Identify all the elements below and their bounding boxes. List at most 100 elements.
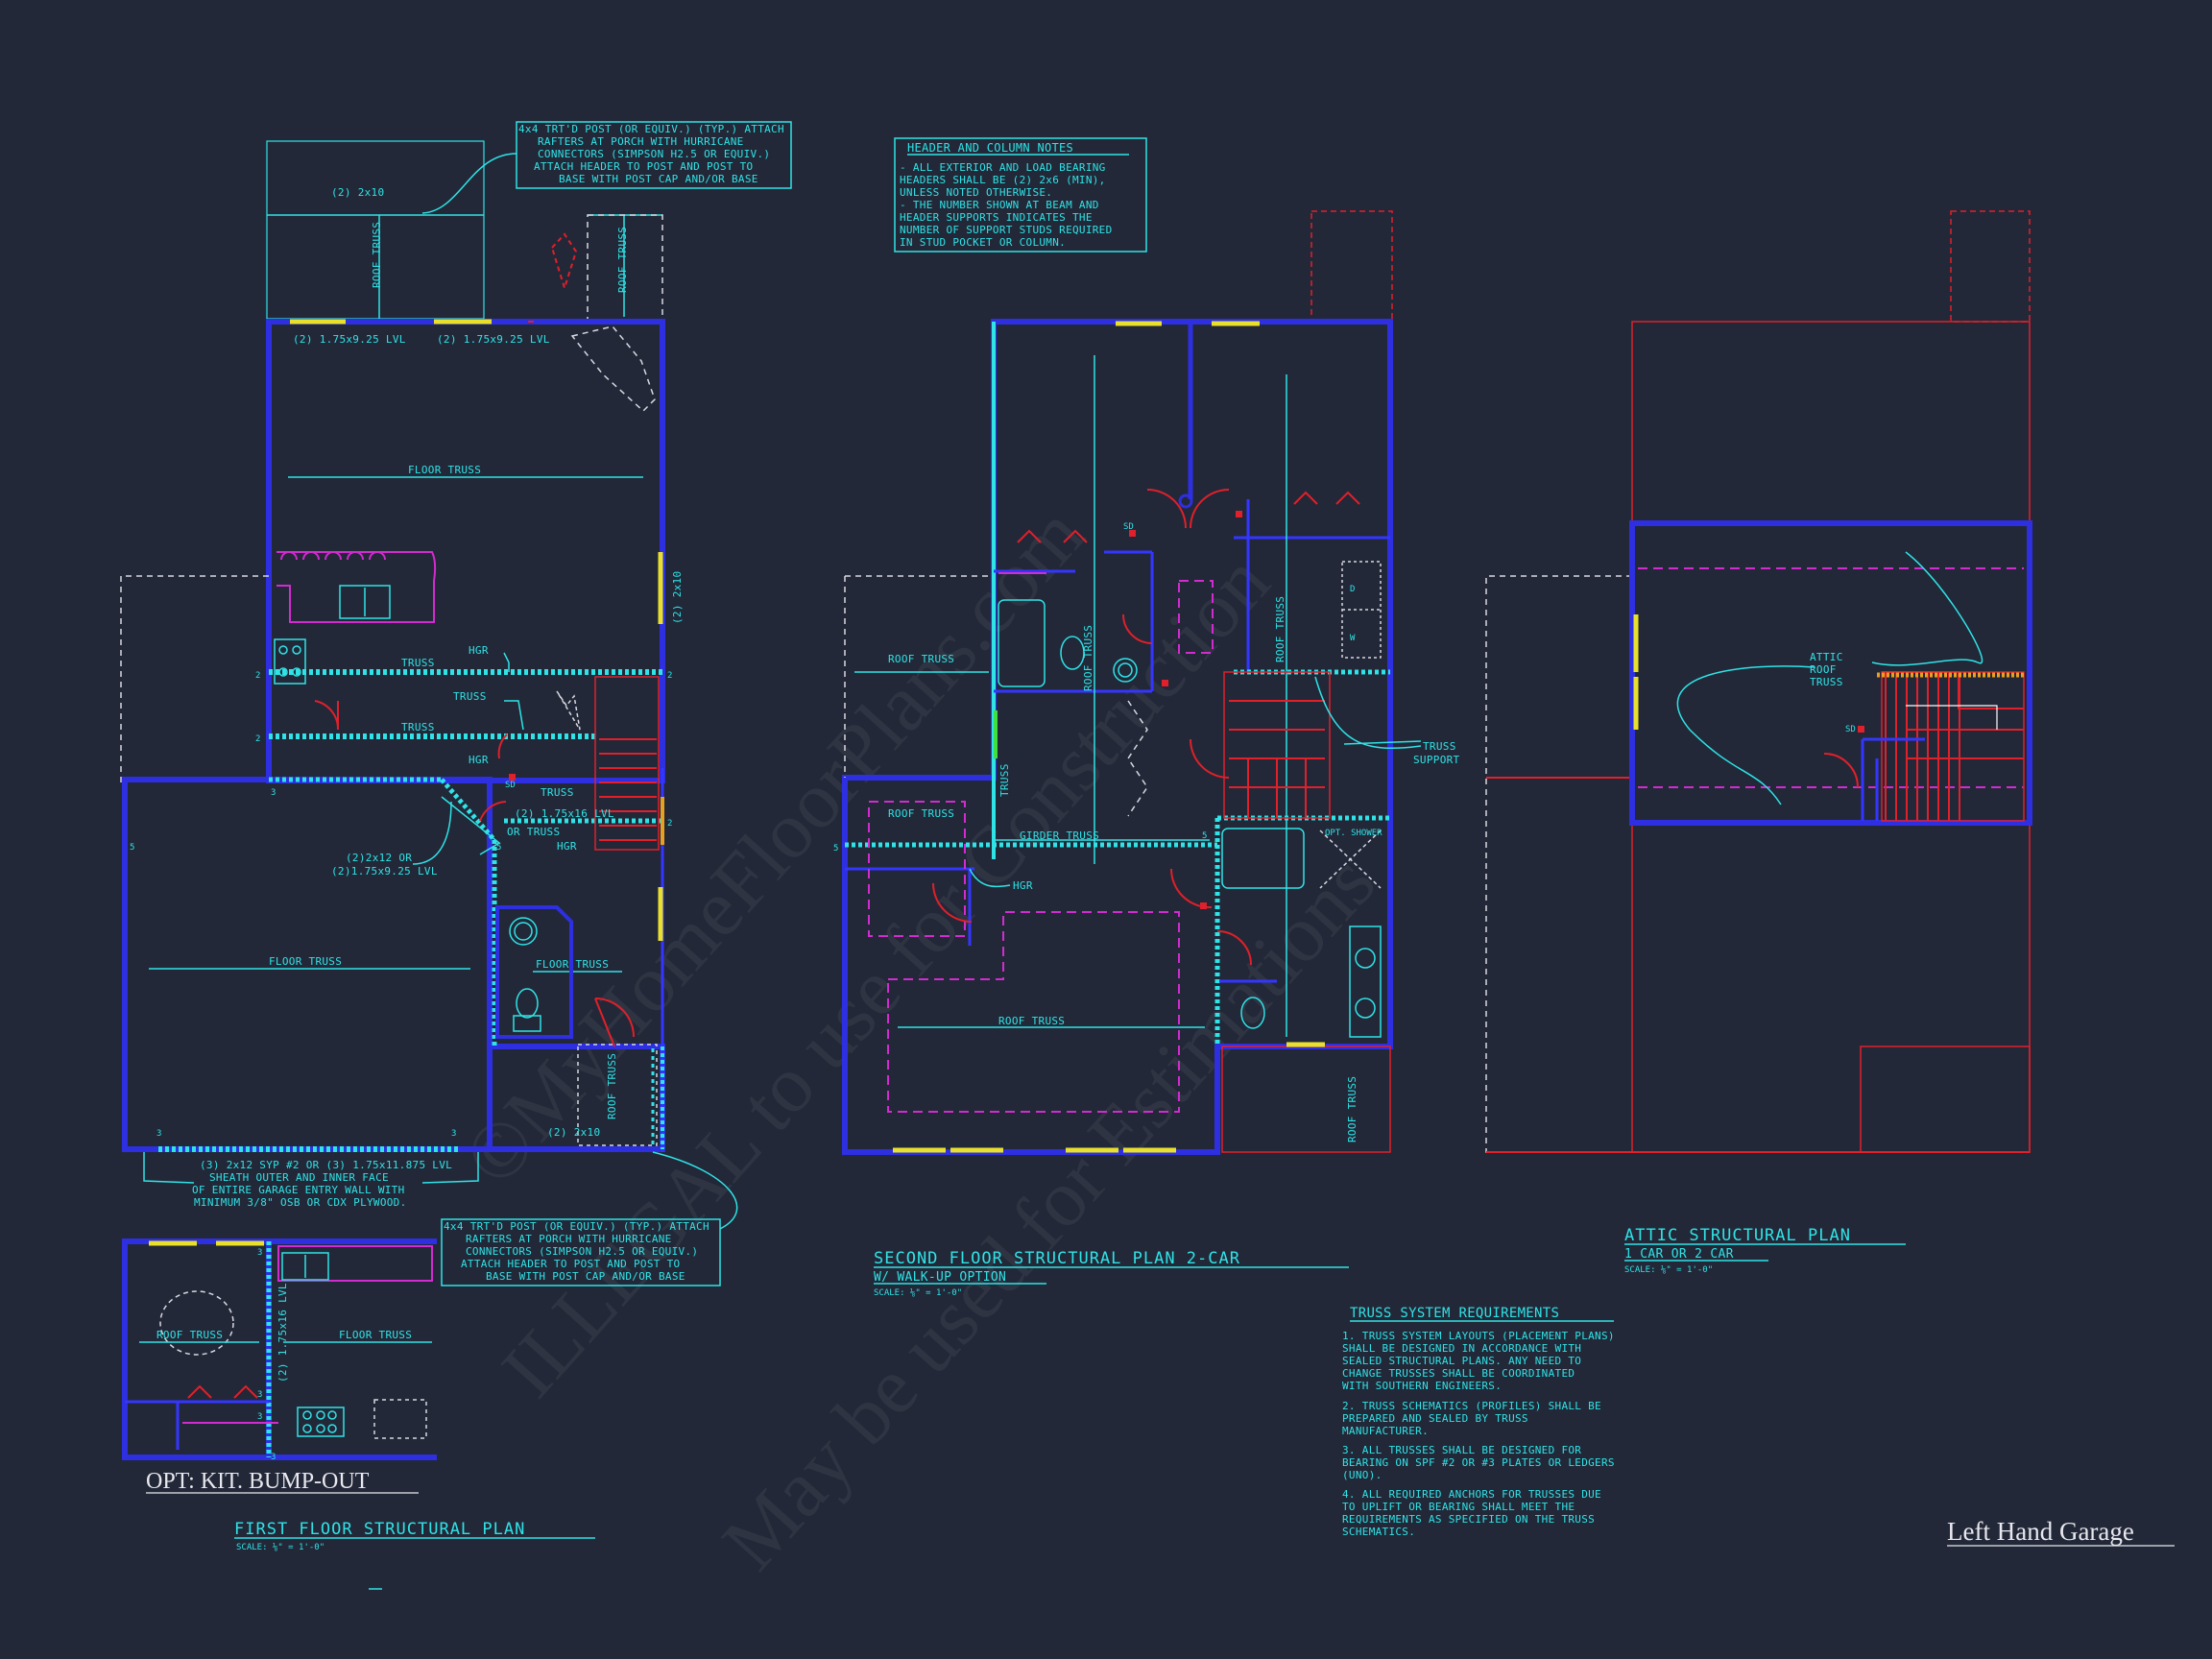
note-line: 4x4 TRT'D POST (OR EQUIV.) (TYP.) ATTACH	[444, 1220, 709, 1233]
note-line: RAFTERS AT PORCH WITH HURRICANE	[538, 135, 744, 148]
support-num: 3	[257, 1390, 262, 1400]
porch-note: 4x4 TRT'D POST (OR EQUIV.) (TYP.) ATTACH…	[518, 123, 784, 185]
attic-wall	[1629, 520, 2032, 826]
label-roof-truss: ROOF TRUSS	[606, 1053, 618, 1119]
attic-title: ATTIC STRUCTURAL PLAN	[1624, 1226, 1851, 1245]
label-hgr: HGR	[469, 644, 489, 657]
label-porch-header: (2) 2x10	[331, 186, 384, 199]
support-num: 5	[130, 843, 134, 853]
first-floor-scale: SCALE: ⅛" = 1'-0"	[236, 1543, 325, 1552]
support-num: 3	[257, 1412, 262, 1422]
note-line: HEADERS SHALL BE (2) 2x6 (MIN),	[900, 174, 1106, 186]
attic-label: ROOF	[1810, 663, 1837, 676]
note-line: BASE WITH POST CAP AND/OR BASE	[486, 1270, 685, 1283]
washer-label: W	[1350, 634, 1356, 643]
req-line: 2. TRUSS SCHEMATICS (PROFILES) SHALL BE	[1342, 1400, 1601, 1412]
req-line: BEARING ON SPF #2 OR #3 PLATES OR LEDGER…	[1342, 1456, 1615, 1469]
req-line: (UNO).	[1342, 1469, 1382, 1481]
note-line: IN STUD POCKET OR COLUMN.	[900, 236, 1066, 249]
support-numbers: 3 5 5 3 3 2 2 2 2	[130, 671, 672, 1139]
bumpout-roof-truss: ROOF TRUSS	[156, 1329, 223, 1341]
label-roof-truss: ROOF TRUSS	[371, 222, 383, 288]
note-line: ATTACH HEADER TO POST AND POST TO	[461, 1258, 680, 1270]
rear-note-box	[441, 1218, 721, 1286]
label-floor-truss: FLOOR TRUSS	[408, 464, 481, 476]
label-roof-truss: ROOF TRUSS	[888, 653, 954, 665]
label-roof-truss: ROOF TRUSS	[998, 1015, 1065, 1027]
first-floor-plan: 3 5 5 3 3 2 2 2 2 4x4 TRT'D POST (OR EQU…	[120, 121, 792, 1590]
range	[274, 638, 306, 685]
req-line: 1. TRUSS SYSTEM LAYOUTS (PLACEMENT PLANS…	[1342, 1330, 1615, 1342]
support-num: 5	[833, 844, 838, 854]
req-line: WITH SOUTHERN ENGINEERS.	[1342, 1380, 1502, 1392]
note-line: - ALL EXTERIOR AND LOAD BEARING	[900, 161, 1106, 174]
label-side-2x10: (2) 2x10	[671, 571, 684, 624]
bumpout-floor-truss: FLOOR TRUSS	[339, 1329, 412, 1341]
req-line: PREPARED AND SEALED BY TRUSS	[1342, 1412, 1528, 1425]
label-truss: TRUSS	[541, 786, 574, 799]
second-floor-wall	[842, 319, 1393, 1155]
attic-scale: SCALE: ⅛" = 1'-0"	[1624, 1265, 1713, 1275]
support-num: 2	[667, 671, 672, 681]
req-line: CHANGE TRUSSES SHALL BE COORDINATED	[1342, 1367, 1575, 1380]
attic-subtitle: 1 CAR OR 2 CAR	[1624, 1247, 1734, 1262]
note-line: SHEATH OUTER AND INNER FACE	[209, 1171, 389, 1184]
sd-label: SD	[1123, 522, 1134, 532]
support-num: 3	[271, 788, 276, 798]
bar-stools	[280, 551, 386, 561]
note-line: ATTACH HEADER TO POST AND POST TO	[534, 160, 753, 173]
label-lvl-16: (2) 1.75x16 LVL	[515, 807, 614, 820]
first-floor-title: FIRST FLOOR STRUCTURAL PLAN	[234, 1520, 525, 1539]
note-line: HEADER SUPPORTS INDICATES THE	[900, 211, 1093, 224]
attic-label: ATTIC	[1810, 651, 1843, 663]
bumpout-lvl: (2) 1.75x16 LVL	[276, 1283, 289, 1382]
kitchen-bumpout-plan: 3 3 3 3 ROOF TRUSS FLOOR TRUSS (2) 1.75x…	[122, 1238, 437, 1494]
label-hgr: HGR	[469, 754, 489, 766]
req-line: SCHEMATICS.	[1342, 1526, 1415, 1538]
attic-plan: SD ATTIC ROOF TRUSS ATTIC STRUCTURAL PLA…	[1485, 210, 2032, 1275]
label-hgr: HGR	[557, 840, 577, 853]
label-syp: (2)2x12 OR	[346, 852, 412, 864]
label-or-truss: OR TRUSS	[507, 826, 560, 838]
note-line: NUMBER OF SUPPORT STUDS REQUIRED	[900, 224, 1113, 236]
label-girder-truss: GIRDER TRUSS	[1020, 830, 1099, 842]
label-syp: (2)1.75x9.25 LVL	[331, 865, 438, 878]
label-roof-truss: ROOF TRUSS	[1082, 625, 1094, 691]
note-line: MINIMUM 3/8" OSB OR CDX PLYWOOD.	[194, 1196, 407, 1209]
label-truss-support: TRUSS	[1423, 740, 1456, 753]
tub	[998, 599, 1046, 687]
garage-note: (3) 2x12 SYP #2 OR (3) 1.75x11.875 LVL S…	[192, 1159, 452, 1209]
dryer-label: D	[1350, 585, 1355, 594]
note-line: CONNECTORS (SIMPSON H2.5 OR EQUIV.)	[538, 148, 770, 160]
label-floor-truss: FLOOR TRUSS	[536, 958, 609, 971]
label-truss: TRUSS	[453, 690, 487, 703]
note-line: - THE NUMBER SHOWN AT BEAM AND	[900, 199, 1099, 211]
label-truss: TRUSS	[998, 763, 1011, 797]
support-num: 3	[257, 1248, 262, 1258]
req-line: 3. ALL TRUSSES SHALL BE DESIGNED FOR	[1342, 1444, 1581, 1456]
sheet-label: Left Hand Garage	[1947, 1517, 2134, 1546]
rear-porch-note: 4x4 TRT'D POST (OR EQUIV.) (TYP.) ATTACH…	[444, 1220, 709, 1283]
label-roof-truss: ROOF TRUSS	[888, 807, 954, 820]
bumpout-title: OPT: KIT. BUMP-OUT	[146, 1469, 370, 1494]
req-line: SHALL BE DESIGNED IN ACCORDANCE WITH	[1342, 1342, 1581, 1355]
label-lvl: (2) 1.75x9.25 LVL	[437, 333, 550, 346]
support-num: 3	[156, 1129, 161, 1139]
second-floor-scale: SCALE: ⅛" = 1'-0"	[874, 1288, 962, 1298]
header-notes-title: HEADER AND COLUMN NOTES	[907, 141, 1073, 155]
note-line: CONNECTORS (SIMPSON H2.5 OR EQUIV.)	[466, 1245, 698, 1258]
bumpout-range	[297, 1407, 345, 1437]
truss-req-title: TRUSS SYSTEM REQUIREMENTS	[1350, 1306, 1559, 1321]
label-roof-truss: ROOF TRUSS	[1346, 1076, 1358, 1142]
note-line: 4x4 TRT'D POST (OR EQUIV.) (TYP.) ATTACH	[518, 123, 784, 135]
req-line: REQUIREMENTS AS SPECIFIED ON THE TRUSS	[1342, 1513, 1595, 1526]
note-line: OF ENTIRE GARAGE ENTRY WALL WITH	[192, 1184, 405, 1196]
header-notes: HEADER AND COLUMN NOTES - ALL EXTERIOR A…	[894, 137, 1147, 252]
second-floor-plan: D W	[833, 210, 1459, 1298]
label-truss: TRUSS	[401, 721, 435, 733]
label-roof-truss: ROOF TRUSS	[616, 227, 629, 293]
second-floor-subtitle: W/ WALK-UP OPTION	[874, 1270, 1006, 1285]
label-opt-shower: OPT. SHOWER	[1325, 829, 1382, 838]
support-num: 2	[255, 734, 260, 744]
